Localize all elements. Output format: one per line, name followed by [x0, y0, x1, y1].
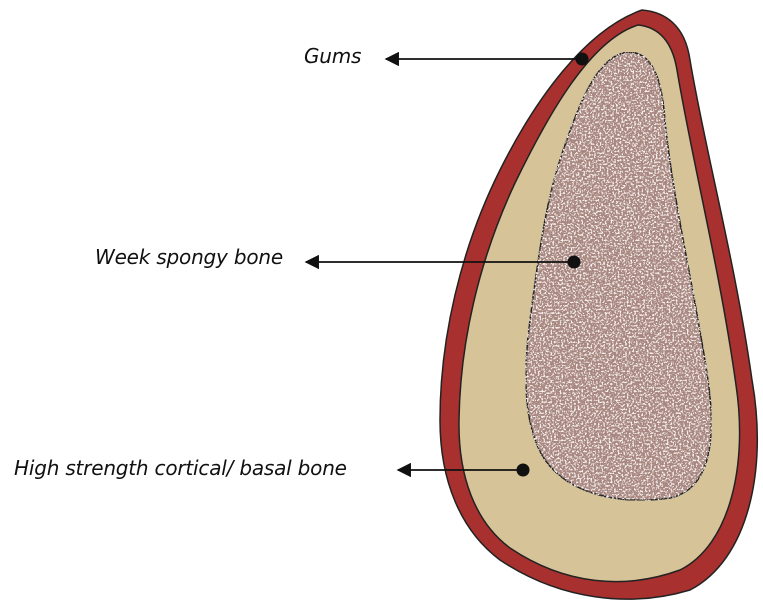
cortical-bone-label: High strength cortical/ basal bone [14, 456, 347, 480]
spongy-bone-label: Week spongy bone [95, 245, 283, 269]
gums-label: Gums [304, 44, 361, 68]
